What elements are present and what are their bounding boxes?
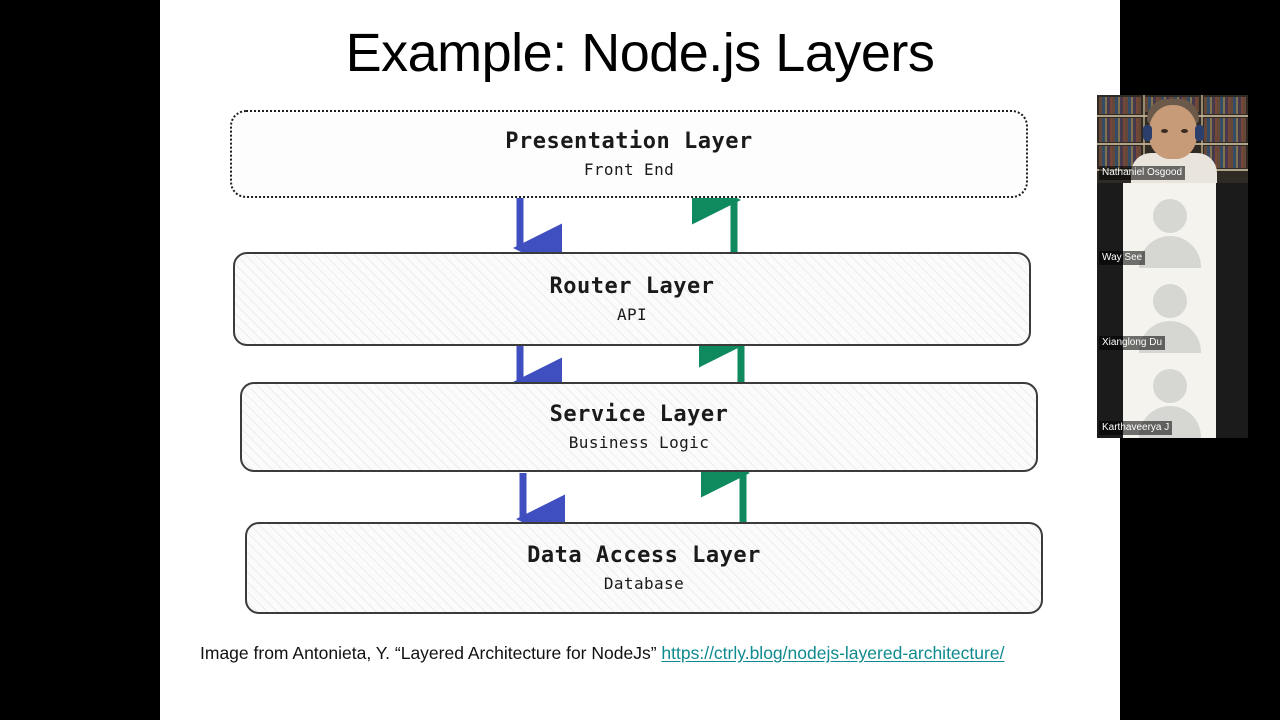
layer-box-data-access: Data Access Layer Database: [245, 522, 1043, 614]
layer-title-router: Router Layer: [549, 273, 715, 299]
avatar-head-icon: [1152, 284, 1187, 318]
caption-text: Image from Antonieta, Y. “Layered Archit…: [200, 643, 662, 663]
avatar-head-icon: [1152, 199, 1187, 233]
participant-tile-way-see[interactable]: Way See: [1097, 183, 1248, 268]
layer-subtitle-presentation: Front End: [583, 159, 675, 179]
arrow-down-group: [513, 198, 565, 544]
arrow-up-group: [692, 175, 750, 523]
participant-name-badge: Way See: [1099, 251, 1146, 265]
participant-tile-nathaniel-osgood[interactable]: Nathaniel Osgood: [1097, 95, 1248, 183]
layer-title-presentation: Presentation Layer: [505, 128, 753, 154]
avatar-body-icon: [1138, 236, 1201, 268]
layer-subtitle-service: Business Logic: [568, 432, 710, 452]
participant-name-badge: Xianglong Du: [1099, 336, 1166, 350]
participant-tile-karthaveerya-j[interactable]: Karthaveerya J: [1097, 353, 1248, 438]
participant-video-strip: Nathaniel Osgood Way See Xianglong Du: [1097, 95, 1248, 438]
participant-name-badge: Nathaniel Osgood: [1099, 166, 1186, 180]
layer-subtitle-data-access: Database: [603, 573, 685, 593]
layer-title-service: Service Layer: [549, 401, 729, 427]
webcam-video: [1097, 95, 1248, 183]
layer-box-presentation: Presentation Layer Front End: [230, 110, 1028, 198]
layer-title-data-access: Data Access Layer: [527, 542, 761, 568]
layered-architecture-diagram: Presentation Layer Front End Router Laye…: [160, 0, 1120, 720]
avatar-head-icon: [1152, 369, 1187, 403]
page-title: Example: Node.js Layers: [345, 23, 935, 83]
source-link[interactable]: https://ctrly.blog/nodejs-layered-archit…: [661, 643, 1005, 663]
diagram-arrows: [513, 175, 750, 544]
participant-name-badge: Karthaveerya J: [1099, 421, 1173, 435]
participant-tile-xianglong-du[interactable]: Xianglong Du: [1097, 268, 1248, 353]
image-credit-caption: Image from Antonieta, Y. “Layered Archit…: [200, 643, 1100, 664]
shared-slide: Example: Node.js Layers: [160, 0, 1120, 720]
layer-subtitle-router: API: [616, 304, 648, 324]
layer-box-router: Router Layer API: [233, 252, 1031, 346]
person-face: [1149, 105, 1197, 159]
layer-box-service: Service Layer Business Logic: [240, 382, 1038, 472]
